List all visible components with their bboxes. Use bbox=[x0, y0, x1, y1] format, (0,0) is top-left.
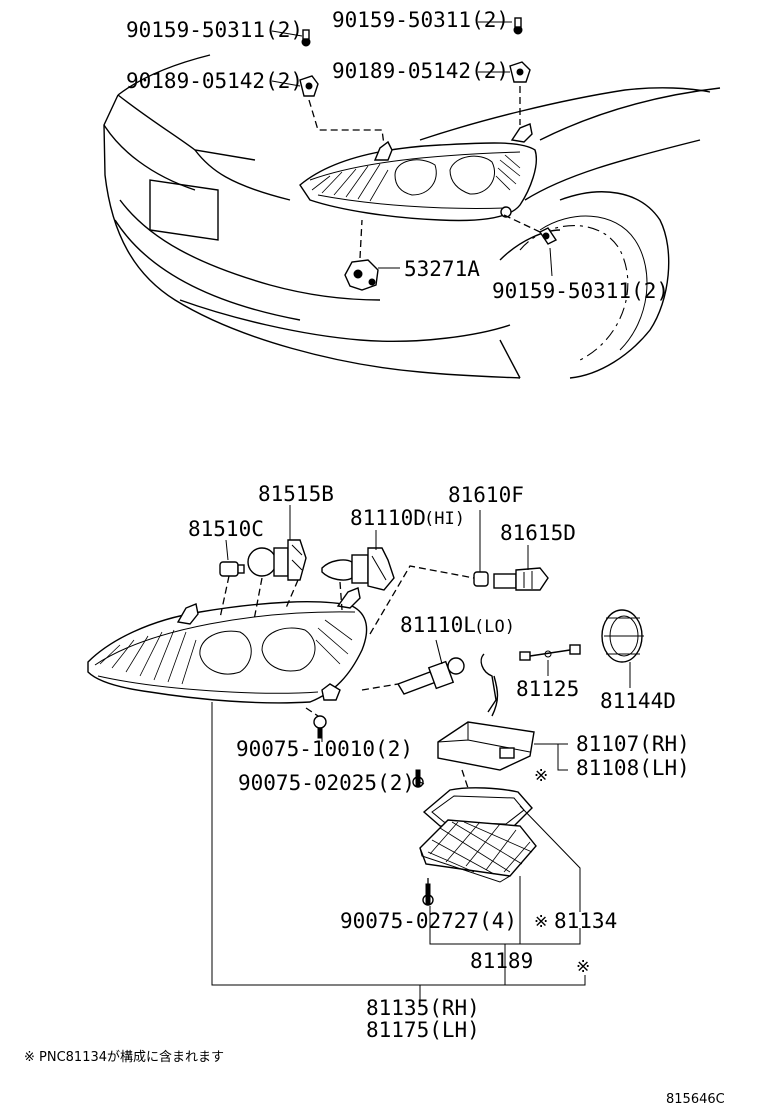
bulb-icon bbox=[321, 547, 395, 591]
bolt-icon bbox=[513, 17, 523, 35]
ballast-computer-icon bbox=[437, 653, 535, 771]
nut-icon bbox=[299, 75, 319, 97]
nut-icon bbox=[509, 61, 531, 83]
label-81110l-suffix: (LO) bbox=[474, 617, 515, 637]
ref-mark-81134: ※ bbox=[534, 912, 548, 932]
label-81189: 81189 bbox=[470, 949, 533, 973]
label-81110d-suffix: (HI) bbox=[424, 509, 465, 529]
bulb-icon bbox=[247, 539, 307, 581]
label-81515b: 81515B bbox=[258, 482, 334, 506]
bulb-icon bbox=[396, 657, 465, 695]
label-81110l: 81110L bbox=[400, 613, 476, 637]
label-81175-lh: 81175(LH) bbox=[366, 1018, 480, 1042]
footnote: ※ PNC81134が構成に含まれます bbox=[24, 1049, 224, 1065]
bracket-icon bbox=[344, 259, 379, 291]
label-90075-02025: 90075-02025(2) bbox=[238, 771, 415, 795]
label-bolt-left: 90159-50311(2) bbox=[126, 18, 303, 42]
label-bracket-53271a: 53271A bbox=[404, 257, 480, 281]
label-81135-rh: 81135(RH) bbox=[366, 996, 480, 1020]
label-81134: 81134 bbox=[554, 909, 617, 933]
diagram-id: 815646C bbox=[666, 1092, 725, 1107]
label-81125: 81125 bbox=[516, 677, 579, 701]
label-81108-lh: 81108(LH) bbox=[576, 756, 690, 780]
ref-mark-assy: ※ bbox=[576, 957, 590, 977]
vehicle-front-illustration bbox=[103, 17, 721, 379]
bolt-icon bbox=[538, 227, 558, 245]
label-81107-rh: 81107(RH) bbox=[576, 732, 690, 756]
bracket-mesh-icon bbox=[419, 819, 537, 883]
screw-icon bbox=[412, 769, 424, 788]
label-81615d: 81615D bbox=[500, 521, 576, 545]
label-nut-right: 90189-05142(2) bbox=[332, 59, 509, 83]
cap-icon bbox=[601, 609, 644, 663]
label-bolt-lower: 90159-50311(2) bbox=[492, 279, 669, 303]
screw-icon bbox=[422, 883, 434, 906]
label-90075-02727: 90075-02727(4) bbox=[340, 909, 517, 933]
wire-icon bbox=[519, 644, 581, 661]
socket-icon bbox=[493, 567, 549, 591]
label-81610f: 81610F bbox=[448, 483, 524, 507]
label-81110d: 81110D bbox=[350, 506, 426, 530]
label-nut-left: 90189-05142(2) bbox=[126, 69, 303, 93]
headlamp-assembly-illustration bbox=[87, 505, 644, 1000]
screw-icon bbox=[313, 715, 327, 739]
label-81144d: 81144D bbox=[600, 689, 676, 713]
bolt-icon bbox=[301, 29, 311, 47]
bulb-icon bbox=[219, 561, 245, 577]
label-90075-10010: 90075-10010(2) bbox=[236, 737, 413, 761]
label-81510c: 81510C bbox=[188, 517, 264, 541]
bulb-icon bbox=[473, 571, 489, 587]
bracket-frame-icon bbox=[422, 787, 533, 831]
label-bolt-right: 90159-50311(2) bbox=[332, 8, 509, 32]
ref-mark-computer: ※ bbox=[534, 766, 548, 786]
